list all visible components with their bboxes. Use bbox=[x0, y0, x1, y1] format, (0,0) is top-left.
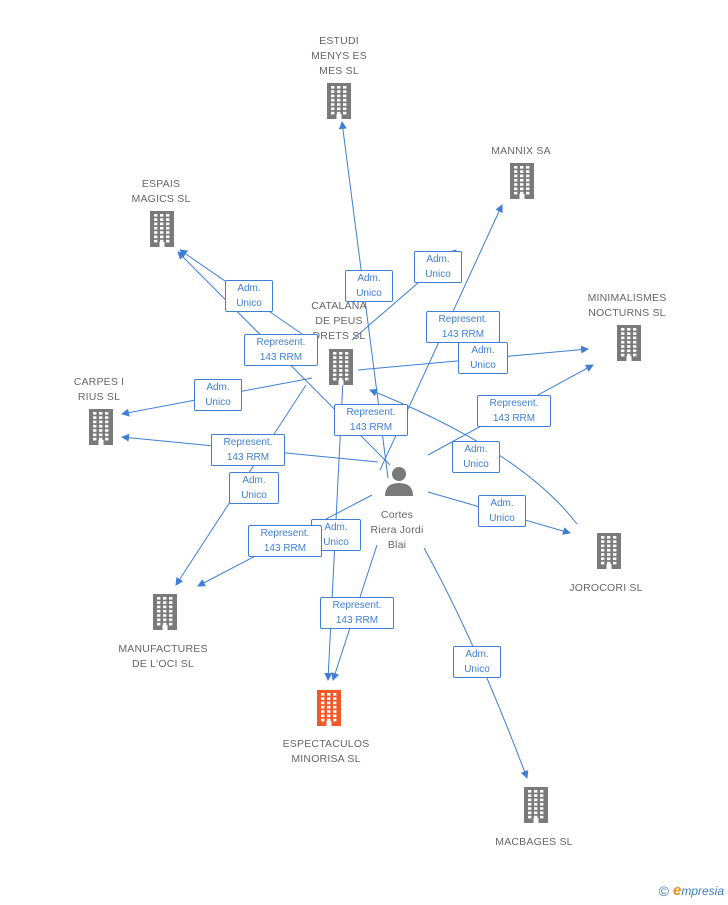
building-icon[interactable] bbox=[505, 161, 539, 201]
building-icon[interactable] bbox=[84, 407, 118, 447]
edge-label: Represent. 143 RRM bbox=[211, 434, 285, 466]
edge-label: Adm. Unico bbox=[194, 379, 242, 411]
company-label-jorocori: JOROCORI SL bbox=[569, 582, 643, 594]
building-icon[interactable] bbox=[324, 347, 358, 387]
edge-label: Adm. Unico bbox=[345, 270, 393, 302]
edge-label: Adm. Unico bbox=[452, 441, 500, 473]
person-icon[interactable] bbox=[382, 464, 416, 504]
company-label-carpes: CARPES I RIUS SL bbox=[73, 376, 125, 403]
edge-label: Represent. 143 RRM bbox=[334, 404, 408, 436]
company-label-espectaculos: ESPECTACULOS MINORISA SL bbox=[282, 738, 370, 765]
company-label-estudi: ESTUDI MENYS ES MES SL bbox=[311, 35, 367, 77]
company-label-espais: ESPAIS MAGICS SL bbox=[131, 178, 191, 205]
building-icon[interactable] bbox=[322, 81, 356, 121]
edge-label: Adm. Unico bbox=[458, 342, 508, 374]
building-icon[interactable] bbox=[145, 209, 179, 249]
edge-label: Represent. 143 RRM bbox=[320, 597, 394, 629]
brand-initial: e bbox=[672, 882, 682, 899]
company-label-mannix: MANNIX SA bbox=[491, 145, 551, 157]
company-label-catalana: CATALANA DE PEUS DRETS SL bbox=[311, 300, 367, 342]
building-icon[interactable] bbox=[148, 592, 182, 632]
company-label-manufactures: MANUFACTURES DE L'OCI SL bbox=[118, 643, 208, 670]
edge-label: Represent. 143 RRM bbox=[426, 311, 500, 343]
company-label-minimalismes: MINIMALISMES NOCTURNS SL bbox=[587, 292, 667, 319]
building-icon[interactable] bbox=[519, 785, 553, 825]
edge-label: Represent. 143 RRM bbox=[244, 334, 318, 366]
edge-label: Adm. Unico bbox=[225, 280, 273, 312]
edge-label: Represent. 143 RRM bbox=[477, 395, 551, 427]
building-icon[interactable] bbox=[612, 323, 646, 363]
edge-label: Adm. Unico bbox=[478, 495, 526, 527]
brand-name: mpresia bbox=[681, 883, 724, 898]
edge-label: Adm. Unico bbox=[414, 251, 462, 283]
building-icon[interactable] bbox=[592, 531, 626, 571]
company-label-macbages: MACBAGES SL bbox=[495, 836, 573, 848]
edge-label: Adm. Unico bbox=[453, 646, 501, 678]
edge-label: Adm. Unico bbox=[229, 472, 279, 504]
copyright-icon: © bbox=[658, 882, 669, 899]
building-icon[interactable] bbox=[312, 688, 346, 728]
edge-label: Represent. 143 RRM bbox=[248, 525, 322, 557]
person-label: Cortes Riera Jordi Blai bbox=[370, 509, 424, 551]
